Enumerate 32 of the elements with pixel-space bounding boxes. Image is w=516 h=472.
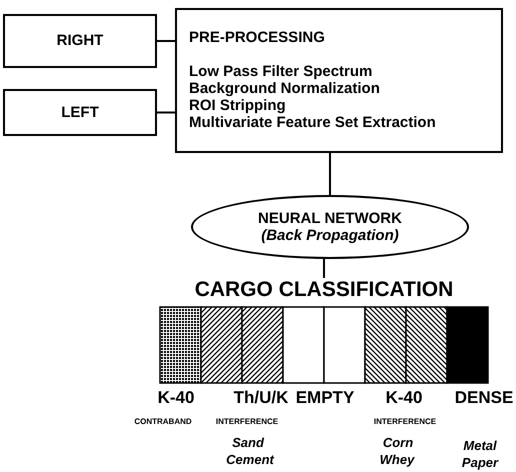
connector-line <box>157 40 175 42</box>
category-label: Th/U/K <box>234 389 288 408</box>
box-heading: PRE-PROCESSING <box>189 29 325 47</box>
example-text: Paper <box>462 456 498 470</box>
category-note: CONTRABAND <box>134 418 192 427</box>
classification-bar-group <box>158 278 490 384</box>
category-note: INTERFERENCE <box>216 418 278 427</box>
step-text: Multivariate Feature Set Extraction <box>189 114 436 132</box>
step-text: Background Normalization <box>189 80 380 98</box>
connector-line <box>157 112 175 114</box>
example-text: Metal <box>463 439 497 454</box>
connector-line <box>323 259 325 278</box>
category-label: EMPTY <box>296 389 354 408</box>
ellipse-sublabel: (Back Propagation) <box>261 227 399 244</box>
example-text: Sand <box>232 436 264 450</box>
example-text: Corn <box>382 436 414 450</box>
process-box <box>175 8 503 153</box>
connector-line <box>329 153 331 195</box>
ellipse-label: NEURAL NETWORK <box>258 210 402 227</box>
category-label: K-40 <box>386 389 422 408</box>
box-label: RIGHT <box>56 32 104 50</box>
step-text: Low Pass Filter Spectrum <box>189 62 372 80</box>
input-box <box>3 89 157 136</box>
category-label: DENSE <box>454 389 514 408</box>
example-text: Cement <box>226 453 274 468</box>
category-label: K-40 <box>158 389 194 408</box>
bar-title: CARGO CLASSIFICATION <box>194 278 454 302</box>
box-label: LEFT <box>61 104 99 122</box>
step-text: ROI Stripping <box>189 97 286 114</box>
input-box <box>3 14 157 68</box>
example-text: Whey <box>380 453 414 468</box>
category-note: INTERFERENCE <box>374 418 436 427</box>
